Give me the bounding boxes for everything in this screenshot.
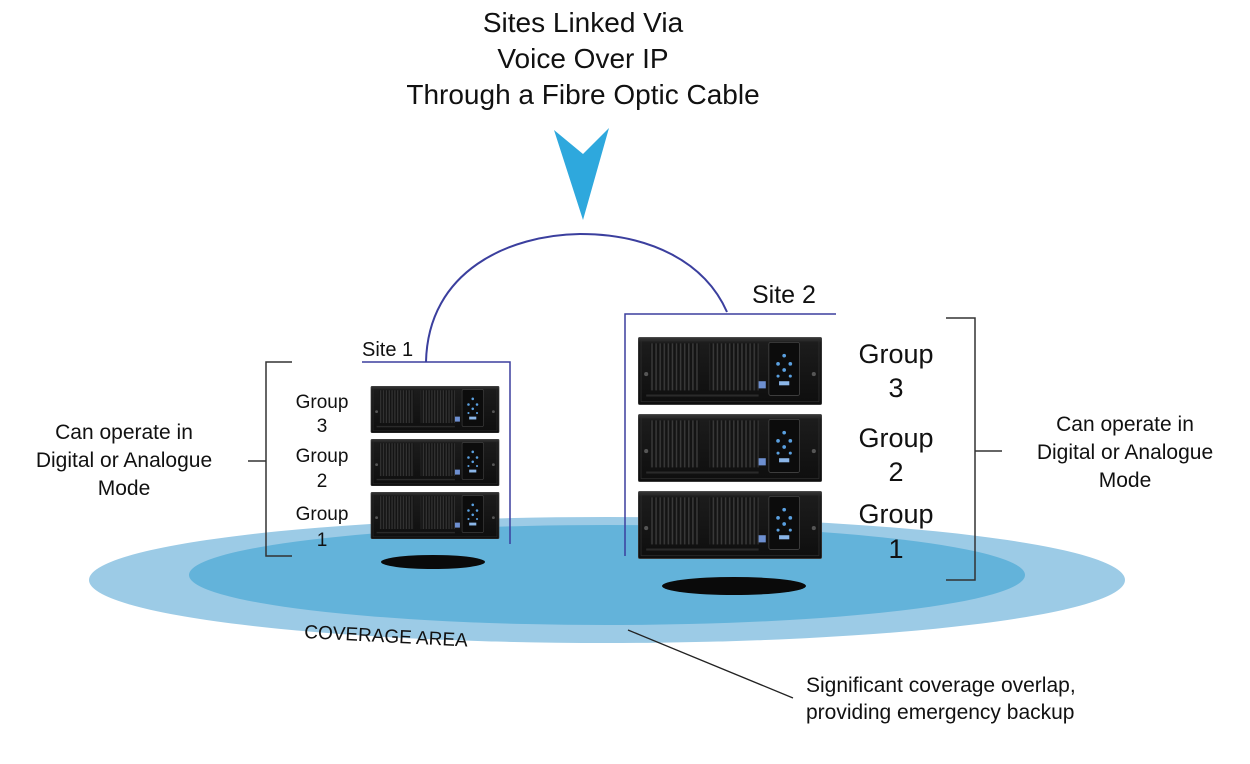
site1-group-2-word: Group	[296, 446, 349, 467]
site1-group-labels: Group 3 Group 2 Group 1	[296, 392, 349, 551]
site2-shadow	[662, 577, 806, 595]
mode-note-left-line-3: Mode	[98, 477, 151, 500]
site2-unit-group-2	[638, 414, 822, 482]
site1-unit-group-1	[370, 492, 500, 539]
title-line-2: Voice Over IP	[497, 43, 668, 74]
title-line-1: Sites Linked Via	[483, 7, 684, 38]
overlap-note-line-1: Significant coverage overlap,	[806, 674, 1076, 697]
left-bracket	[265, 361, 292, 557]
overlap-note: Significant coverage overlap, providing …	[806, 674, 1076, 724]
mode-note-left-line-2: Digital or Analogue	[36, 449, 212, 472]
site2-group-1-num: 1	[888, 534, 903, 564]
site1-unit-group-2	[370, 439, 500, 486]
mode-note-left: Can operate in Digital or Analogue Mode	[36, 421, 212, 500]
site2-label: Site 2	[752, 281, 816, 309]
site1-group-1-num: 1	[317, 530, 328, 551]
site2-group-1-word: Group	[858, 499, 933, 529]
site2-unit-group-3	[638, 337, 822, 405]
site1-label: Site 1	[362, 339, 413, 361]
mode-note-right-line-1: Can operate in	[1056, 413, 1194, 436]
site1-unit-group-3	[370, 386, 500, 433]
site2-group-labels: Group 3 Group 2 Group 1	[858, 339, 933, 564]
site2-frame	[624, 313, 836, 556]
site2-group-2-num: 2	[888, 457, 903, 487]
site2-group-3-num: 3	[888, 373, 903, 403]
overlap-note-line-2: providing emergency backup	[806, 701, 1075, 724]
site1-group-1-word: Group	[296, 504, 349, 525]
title-line-3: Through a Fibre Optic Cable	[406, 79, 759, 110]
mode-note-left-line-1: Can operate in	[55, 421, 193, 444]
site1-group-2-num: 2	[317, 471, 328, 492]
site1-group-3-num: 3	[317, 416, 328, 437]
site1-frame	[362, 361, 511, 544]
downward-arrow-icon	[554, 128, 609, 220]
right-bracket	[946, 317, 976, 581]
site1-shadow	[381, 555, 485, 569]
site2-group-2-word: Group	[858, 423, 933, 453]
overlap-pointer-line	[627, 629, 794, 699]
site2-unit-group-1	[638, 491, 822, 559]
title: Sites Linked Via Voice Over IP Through a…	[406, 7, 759, 110]
mode-note-right-line-3: Mode	[1099, 469, 1152, 492]
voip-link-arc	[425, 232, 728, 363]
site2-group-3-word: Group	[858, 339, 933, 369]
mode-note-right: Can operate in Digital or Analogue Mode	[1037, 413, 1213, 492]
site1-group-3-word: Group	[296, 392, 349, 413]
mode-note-right-line-2: Digital or Analogue	[1037, 441, 1213, 464]
